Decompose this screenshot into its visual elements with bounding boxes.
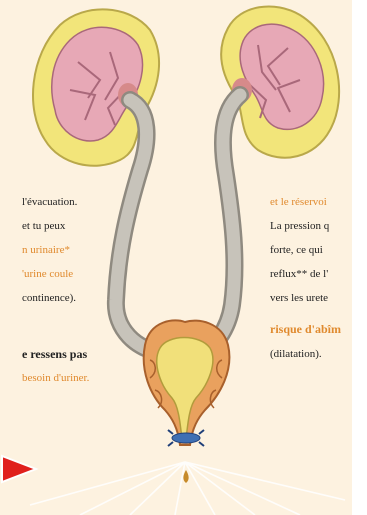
- urinary-system-illustration: [0, 0, 352, 515]
- right-line-2: La pression q: [270, 220, 329, 233]
- left-line-1: l'évacuation.: [22, 196, 77, 209]
- left-line-5: continence).: [22, 292, 76, 305]
- right-line-1: et le réservoi: [270, 196, 327, 209]
- right-line-6: risque d'abîm: [270, 323, 341, 336]
- right-line-7: (dilatation).: [270, 348, 322, 361]
- right-margin: [352, 0, 367, 515]
- left-line-3: n urinaire*: [22, 244, 70, 257]
- right-line-5: vers les urete: [270, 292, 328, 305]
- urine-rays: [30, 462, 345, 515]
- right-line-4: reflux** de l': [270, 268, 328, 281]
- left-line-2: et tu peux: [22, 220, 65, 233]
- left-line-7: besoin d'uriner.: [22, 372, 89, 385]
- right-line-3: forte, ce qui: [270, 244, 323, 257]
- page: l'évacuation. et tu peux n urinaire* 'ur…: [0, 0, 352, 515]
- left-line-6: e ressens pas: [22, 348, 87, 361]
- bladder: [144, 320, 230, 483]
- right-kidney: [221, 6, 339, 157]
- red-arrow-pointer-icon: [0, 452, 40, 486]
- left-line-4: 'urine coule: [22, 268, 73, 281]
